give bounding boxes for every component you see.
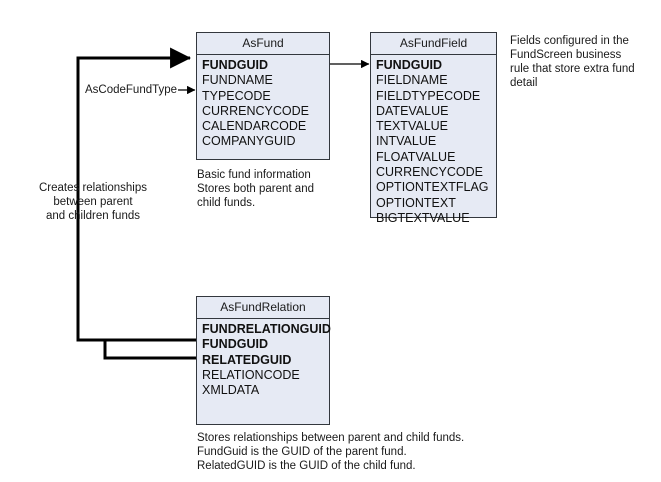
note-relation-bottom: Stores relationships between parent and … — [197, 432, 465, 472]
field-asfundrelation-relatedguid: RELATEDGUID — [202, 352, 292, 367]
field-asfundfield-floatvalue: FLOATVALUE — [376, 149, 456, 164]
field-asfund-typecode: TYPECODE — [202, 88, 271, 103]
field-asfund-companyguid: COMPANYGUID — [202, 134, 296, 149]
field-asfundfield-fieldname: FIELDNAME — [376, 73, 448, 88]
entity-asfund[interactable]: AsFund FUNDGUID FUNDNAME TYPECODE CURREN… — [196, 32, 330, 160]
entity-asfundfield-title: AsFundField — [371, 33, 496, 55]
entity-asfund-fields: FUNDGUID FUNDNAME TYPECODE CURRENCYCODE … — [197, 55, 329, 150]
field-asfundrelation-fundguid: FUNDGUID — [202, 337, 268, 352]
field-asfund-calendarcode: CALENDARCODE — [202, 119, 307, 134]
field-asfundfield-optiontext: OPTIONTEXT — [376, 195, 456, 210]
entity-asfundfield-fields: FUNDGUID FIELDNAME FIELDTYPECODE DATEVAL… — [371, 55, 496, 226]
field-asfundfield-datevalue: DATEVALUE — [376, 103, 449, 118]
edge-label-ascodefundtype: AsCodeFundType — [84, 83, 179, 97]
note-fundfield: Fields configured in the FundScreen busi… — [510, 35, 635, 89]
entity-asfundfield[interactable]: AsFundField FUNDGUID FIELDNAME FIELDTYPE… — [370, 32, 497, 225]
field-asfundfield-intvalue: INTVALUE — [376, 134, 437, 149]
field-asfundrelation-fundrelationguid: FUNDRELATIONGUID — [202, 322, 331, 336]
field-asfundfield-bigtextvalue: BIGTEXTVALUE — [376, 210, 470, 225]
edge-relation-parent — [76, 47, 196, 342]
field-asfundfield-textvalue: TEXTVALUE — [376, 119, 449, 134]
field-asfundfield-currencycode: CURRENCYCODE — [376, 165, 483, 180]
field-asfundrelation-xmldata: XMLDATA — [202, 383, 260, 398]
field-asfund-fundguid: FUNDGUID — [202, 58, 268, 72]
entity-asfundrelation[interactable]: AsFundRelation FUNDRELATIONGUID FUNDGUID… — [196, 296, 331, 425]
note-relation-left: Creates relationships between parent and… — [38, 182, 148, 222]
edge-relation-child — [103, 340, 196, 360]
entity-asfundrelation-fields: FUNDRELATIONGUID FUNDGUID RELATEDGUID RE… — [197, 319, 331, 398]
entity-asfundrelation-title: AsFundRelation — [197, 297, 329, 319]
field-asfundfield-optiontextflag: OPTIONTEXTFLAG — [376, 180, 489, 195]
field-asfundfield-fundguid: FUNDGUID — [376, 58, 442, 72]
entity-asfund-title: AsFund — [197, 33, 329, 55]
field-asfundfield-fieldtypecode: FIELDTYPECODE — [376, 88, 481, 103]
note-fund: Basic fund information Stores both paren… — [197, 169, 314, 209]
field-asfund-fundname: FUNDNAME — [202, 73, 273, 88]
field-asfundrelation-relationcode: RELATIONCODE — [202, 367, 300, 382]
field-asfund-currencycode: CURRENCYCODE — [202, 103, 309, 118]
